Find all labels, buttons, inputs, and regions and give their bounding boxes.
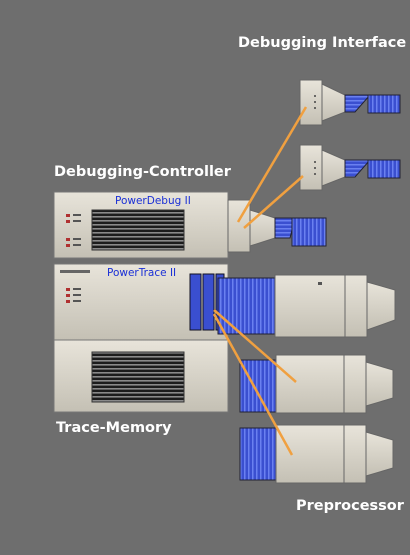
powerdebug-title: PowerDebug II	[115, 195, 191, 207]
debugging-controller-label: Debugging-Controller	[54, 164, 231, 180]
powerdebug-unit: PowerDebug II	[53, 191, 229, 259]
debug-cable	[227, 199, 327, 253]
preprocessor-pod-2	[239, 354, 394, 414]
trace-memory-unit	[53, 339, 229, 413]
powertrace-unit: PowerTrace II	[53, 263, 229, 341]
connection-lines	[212, 106, 308, 456]
preprocessor-label: Preprocessor	[296, 498, 404, 514]
debug-interface-pod-2	[299, 144, 401, 191]
debug-interface-pod-1	[299, 79, 401, 126]
trace-memory-label: Trace-Memory	[56, 420, 172, 436]
debugging-interface-label: Debugging Interface	[238, 35, 407, 51]
preprocessor-pod-1	[217, 274, 396, 338]
powertrace-title: PowerTrace II	[107, 267, 176, 279]
preprocessor-pod-3	[239, 424, 394, 484]
